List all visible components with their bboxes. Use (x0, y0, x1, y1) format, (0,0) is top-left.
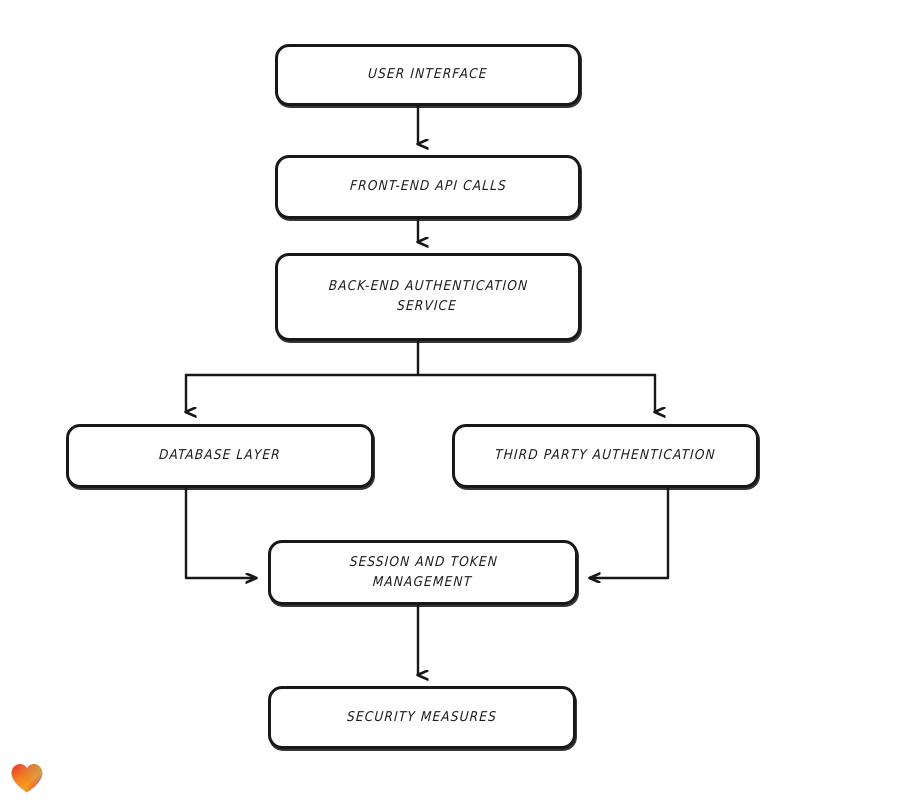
node-database-layer-label: DATABASE LAYER (158, 447, 282, 464)
node-session-token-label: SESSION AND TOKEN MANAGEMENT (349, 553, 499, 590)
edge-database-to-session (184, 487, 256, 578)
edge-thirdparty-to-session (590, 487, 670, 578)
node-frontend-api-label: FRONT-END API CALLS (349, 178, 508, 195)
node-third-party-auth[interactable]: THIRD PARTY AUTHENTICATION (452, 424, 759, 488)
node-user-interface[interactable]: USER INTERFACE (275, 44, 581, 106)
node-session-token[interactable]: SESSION AND TOKEN MANAGEMENT (268, 540, 578, 605)
node-frontend-api[interactable]: FRONT-END API CALLS (275, 155, 581, 219)
node-security-measures-label: SECURITY MEASURES (346, 708, 498, 725)
node-security-measures[interactable]: SECURITY MEASURES (268, 686, 576, 749)
node-backend-auth-label: BACK-END AUTHENTICATION SERVICE (328, 278, 530, 314)
node-user-interface-label: USER INTERFACE (367, 66, 489, 83)
heart-icon (11, 764, 43, 793)
node-third-party-auth-label: THIRD PARTY AUTHENTICATION (494, 447, 717, 464)
node-backend-auth[interactable]: BACK-END AUTHENTICATION SERVICE (275, 253, 581, 341)
node-database-layer[interactable]: DATABASE LAYER (66, 424, 374, 488)
